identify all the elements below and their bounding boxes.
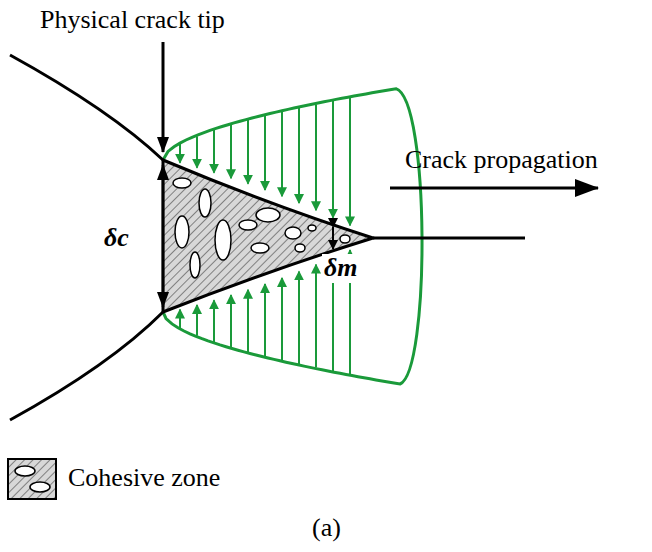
crack-line: [373, 237, 525, 240]
traction-distribution: [163, 89, 422, 384]
traction-arrow: [247, 290, 249, 352]
traction-arrow: [247, 120, 249, 184]
traction-arrow: [179, 144, 181, 163]
traction-arrow: [281, 278, 283, 360]
dimension-label: δc: [104, 224, 129, 253]
traction-arrow: [196, 305, 198, 336]
traction-arrow: [332, 101, 334, 218]
traction-arrow: [213, 300, 215, 342]
pointer-arrow: [162, 42, 165, 152]
traction-arrow: [315, 104, 317, 210]
opening-dimension: [332, 227, 334, 249]
legend-text: Cohesive zone: [68, 464, 220, 493]
traction-arrow: [315, 265, 317, 368]
figure-caption: (a): [312, 514, 341, 543]
pointer-label: Physical crack tip: [40, 6, 225, 35]
traction-arrow: [179, 310, 181, 328]
traction-arrow: [264, 284, 266, 356]
traction-arrow: [298, 108, 300, 203]
lower-crack-face: [10, 312, 163, 420]
propagation-arrow: [390, 187, 598, 190]
traction-arrow: [349, 98, 351, 226]
opening-dimension: [162, 165, 165, 307]
dimension-label: δm: [322, 254, 360, 283]
traction-arrow: [281, 112, 283, 197]
traction-arrow: [230, 295, 232, 347]
direction-label: Crack propagation: [405, 146, 598, 175]
upper-crack-face: [10, 55, 163, 160]
traction-arrow: [213, 130, 215, 173]
traction-arrow: [196, 136, 198, 167]
traction-arrow: [264, 116, 266, 190]
traction-envelope: [163, 89, 422, 384]
cohesive-zone: [163, 160, 373, 312]
traction-arrow: [298, 271, 300, 364]
legend-swatch: [8, 459, 56, 499]
traction-arrow: [230, 125, 232, 178]
